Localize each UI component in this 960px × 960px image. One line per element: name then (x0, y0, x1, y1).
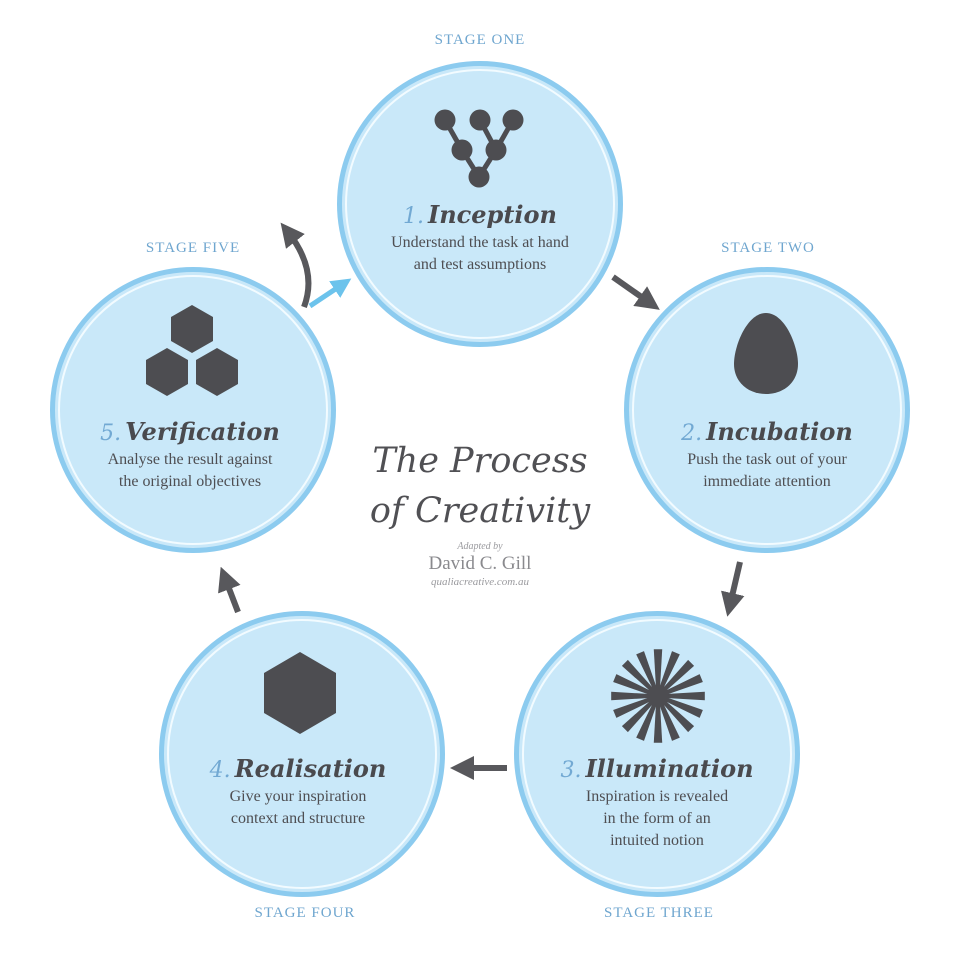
title-line-2: of Creativity (369, 491, 591, 531)
description-line: context and structure (230, 810, 366, 827)
author-name: David C. Gill (428, 553, 532, 574)
stage-name: Verification (125, 417, 280, 446)
description-line: Give your inspiration (229, 788, 367, 805)
stage-label-three: STAGE THREE (604, 905, 714, 921)
sunburst-ray (664, 674, 703, 695)
sunburst-ray (662, 659, 695, 692)
sunburst-ray (621, 700, 654, 733)
stage-number: 3. (560, 758, 582, 783)
arrow-inception-to-incubation (611, 274, 660, 310)
stage-number: 5. (100, 421, 122, 446)
stage-circle-inception (337, 61, 623, 347)
stage-description: Push the task out of your immediate atte… (637, 449, 897, 493)
adapted-by-label: Adapted by (457, 541, 503, 552)
stage-label-four: STAGE FOUR (254, 905, 356, 921)
stage-description: Give your inspiration context and struct… (168, 786, 428, 830)
stage-title: 4.Realisation (168, 754, 428, 786)
website-link[interactable]: qualiacreative.com.au (431, 576, 529, 588)
sunburst-ray (659, 651, 680, 690)
stage-title: 1.Inception (350, 200, 610, 232)
hexagon-icon (264, 652, 336, 734)
diagram-title: The Process of Creativity (330, 436, 630, 536)
three-hexagons-icon (146, 305, 238, 396)
sunburst-ray (621, 659, 654, 692)
description-line: Analyse the result against (107, 451, 273, 468)
stage-title: 5.Verification (60, 417, 320, 449)
stage-description: Analyse the result against the original … (60, 449, 320, 493)
stage-number: 1. (403, 204, 424, 229)
stage-label-one: STAGE ONE (434, 32, 526, 48)
arrow-verification-loop-back (280, 222, 312, 309)
sunburst-ray (664, 697, 703, 718)
stage-text-verification: 5.Verification Analyse the result agains… (60, 417, 320, 493)
stage-circle-incubation (624, 267, 910, 553)
stage-text-realisation: 4.Realisation Give your inspiration cont… (168, 754, 428, 830)
stage-label-five: STAGE FIVE (145, 240, 241, 256)
branching-nodes-icon (434, 109, 524, 188)
description-line: intuited notion (610, 832, 704, 849)
sunburst-ray (611, 691, 651, 701)
description-line: Understand the task at hand (391, 234, 569, 251)
stage-text-illumination: 3.Illumination Inspiration is revealed i… (527, 754, 787, 852)
sunburst-ray (636, 702, 657, 741)
description-line: and test assumptions (413, 256, 547, 273)
arrow-incubation-to-illumination (721, 561, 745, 617)
stage-description: Inspiration is revealed in the form of a… (527, 786, 787, 852)
egg-icon (734, 313, 798, 394)
sunburst-ray (659, 702, 680, 741)
stage-text-inception: 1.Inception Understand the task at hand … (350, 200, 610, 276)
stage-name: Incubation (706, 417, 853, 446)
stage-name: Realisation (234, 754, 387, 783)
title-line-1: The Process (372, 441, 588, 481)
stage-label-two: STAGE TWO (721, 240, 815, 256)
sunburst-ray (636, 651, 657, 690)
description-line: Push the task out of your (687, 451, 847, 468)
stage-number: 4. (209, 758, 231, 783)
description-line: the original objectives (118, 473, 262, 490)
sunburst-icon (611, 649, 705, 743)
sunburst-ray (613, 674, 652, 695)
sunburst-ray (653, 703, 663, 743)
arrow-verification-to-inception (308, 278, 352, 309)
credit-block: Adapted by David C. Gill qualiacreative.… (380, 541, 580, 588)
description-line: Inspiration is revealed (585, 788, 729, 805)
stage-name: Inception (428, 200, 557, 229)
stage-name: Illumination (585, 754, 754, 783)
stage-description: Understand the task at hand and test ass… (350, 232, 610, 276)
stage-number: 2. (681, 421, 703, 446)
sunburst-ray (653, 649, 663, 689)
stage-title: 2.Incubation (637, 417, 897, 449)
stage-title: 3.Illumination (527, 754, 787, 786)
stage-text-incubation: 2.Incubation Push the task out of your i… (637, 417, 897, 493)
arrow-realisation-to-verification (218, 566, 241, 614)
sunburst-ray (613, 697, 652, 718)
description-line: in the form of an (603, 810, 711, 827)
sunburst-ray (662, 700, 695, 733)
sunburst-ray (665, 691, 705, 701)
description-line: immediate attention (703, 473, 831, 490)
